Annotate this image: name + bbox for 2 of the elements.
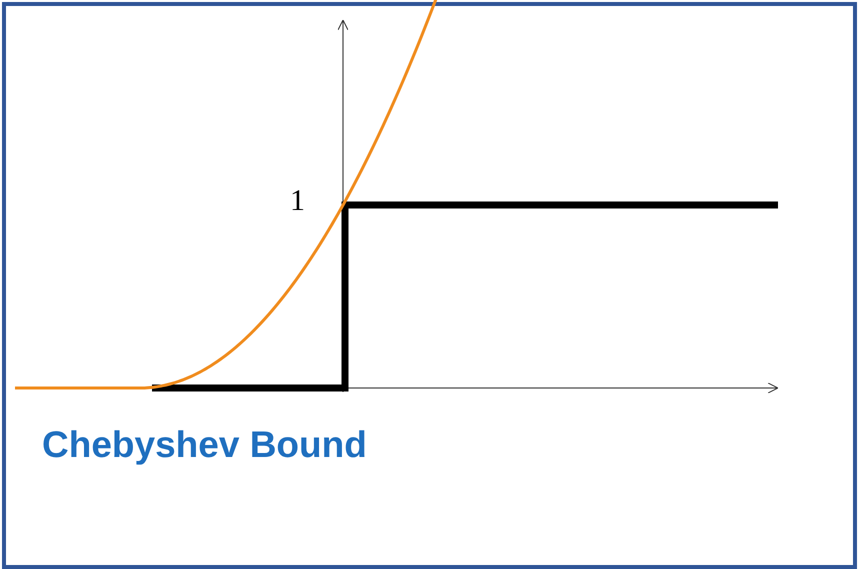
- title: Chebyshev Bound: [42, 424, 367, 466]
- axis-value-label: 1: [290, 186, 305, 216]
